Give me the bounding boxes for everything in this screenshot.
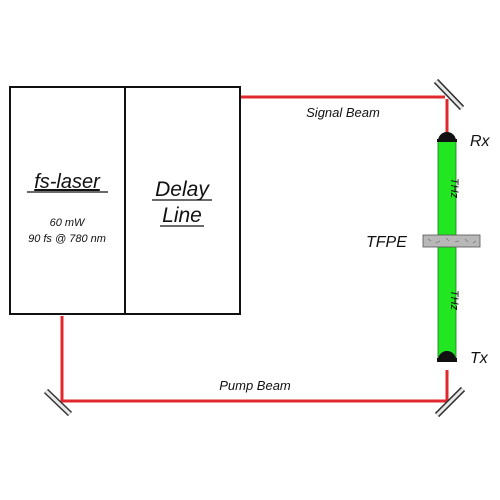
mirror-top-right-icon: [433, 78, 465, 111]
tfpe-sample-texture: [427, 237, 477, 244]
mirror-bottom-right-icon: [434, 386, 466, 418]
laser-spec-text: 90 fs @ 780 nm: [28, 233, 106, 245]
signal-beam-label: Signal Beam: [306, 105, 380, 120]
delay-line-title-line2: Line: [162, 204, 202, 227]
pump-beam-label: Pump Beam: [219, 378, 291, 393]
receiver-detector-icon: [438, 132, 456, 141]
receiver-detector-base: [437, 139, 457, 142]
mirror-bottom-left-icon: [43, 388, 73, 417]
delay-line-title-line1: Delay: [155, 178, 210, 201]
thz-upper-label: THz: [448, 178, 460, 199]
pump-beam-path: [60, 316, 449, 403]
thz-lower-label: THz: [448, 290, 460, 311]
tfpe-sample-slab: [422, 234, 481, 248]
tfpe-label: TFPE: [366, 234, 407, 251]
emitter-label: Tx: [470, 350, 489, 367]
receiver-label: Rx: [470, 133, 491, 150]
emitter-antenna-icon: [438, 351, 456, 360]
fs-laser-title: fs-laser: [34, 171, 101, 193]
laser-power-text: 60 mW: [50, 217, 86, 229]
emitter-antenna-base: [437, 358, 457, 362]
fs-laser-box: [9, 86, 126, 315]
